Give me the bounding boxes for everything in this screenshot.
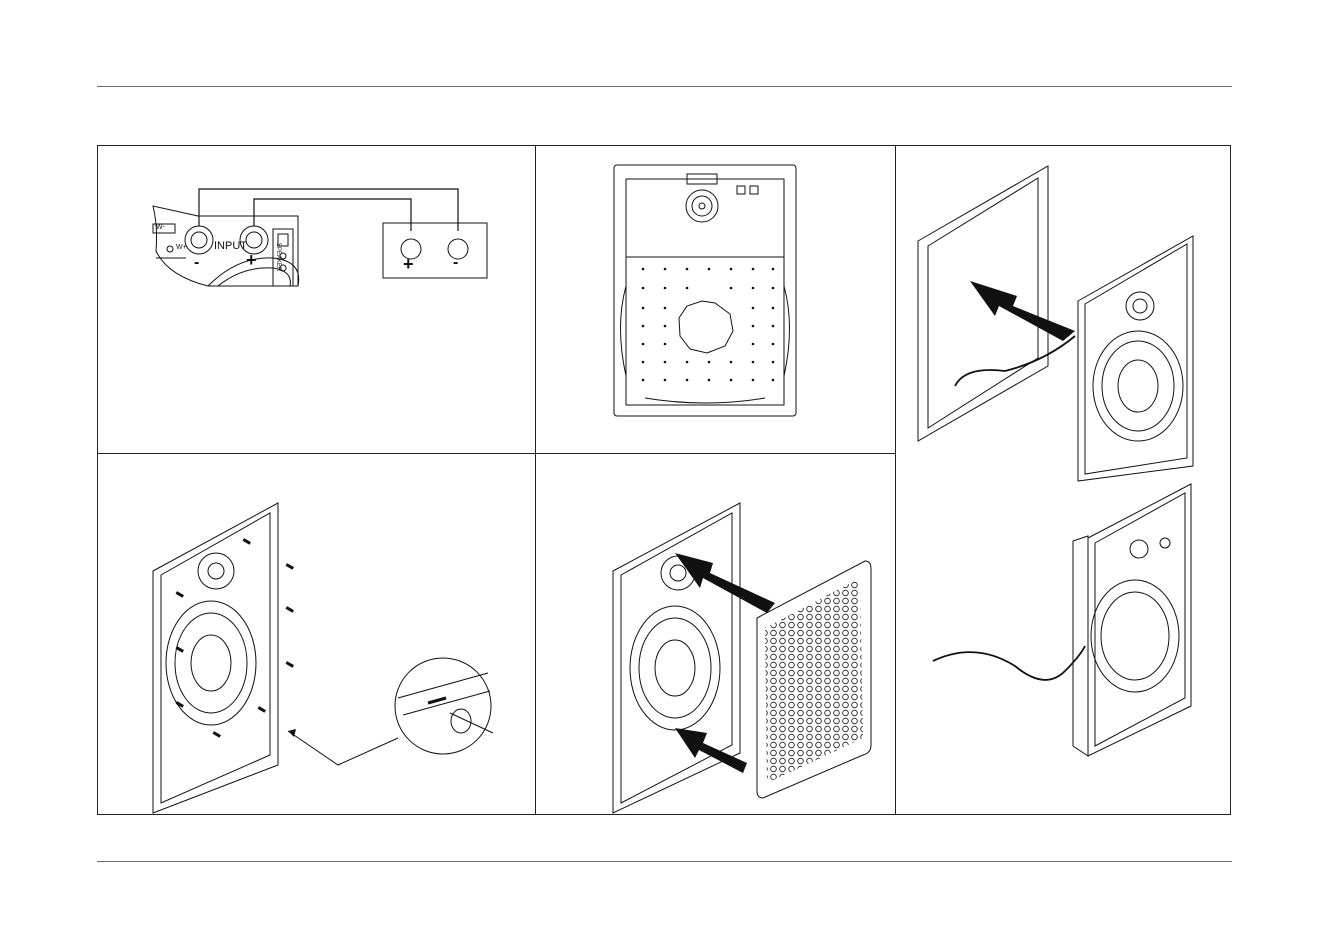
insert-arrow <box>970 281 1075 341</box>
grille-arrow-top <box>675 553 775 613</box>
mounting-screws <box>176 538 294 738</box>
installation-figure-frame: INPUT - + W- W+ SPEAKER + - <box>97 145 1231 815</box>
panel-wall-insertion <box>895 146 1231 814</box>
amp-w-plus-label: W+ <box>176 244 187 251</box>
wall-insertion-illustration <box>895 146 1231 814</box>
amp-w-minus-label: W- <box>156 224 165 231</box>
speaker-back-holes <box>642 268 775 382</box>
speaker-plus-label: + <box>403 254 414 275</box>
panel-speaker-back <box>535 146 895 453</box>
amp-side-label: SPEAKER <box>275 243 281 271</box>
speaker-back-illustration <box>535 146 895 453</box>
panel-grille-attach <box>535 453 895 814</box>
wiring-diagram <box>98 146 535 453</box>
panel-wiring: INPUT - + W- W+ SPEAKER + - <box>98 146 535 453</box>
screw-mounting-illustration <box>98 453 535 814</box>
grille-attach-illustration <box>535 453 895 814</box>
amp-input-label: INPUT <box>214 240 247 252</box>
top-rule <box>97 86 1232 87</box>
speaker-minus-label: - <box>453 254 458 272</box>
panel-screw-mounting <box>98 453 535 814</box>
amp-minus-label: - <box>194 254 199 272</box>
amp-plus-label: + <box>246 250 257 271</box>
grille-holes <box>765 578 863 783</box>
bottom-rule <box>97 861 1232 862</box>
